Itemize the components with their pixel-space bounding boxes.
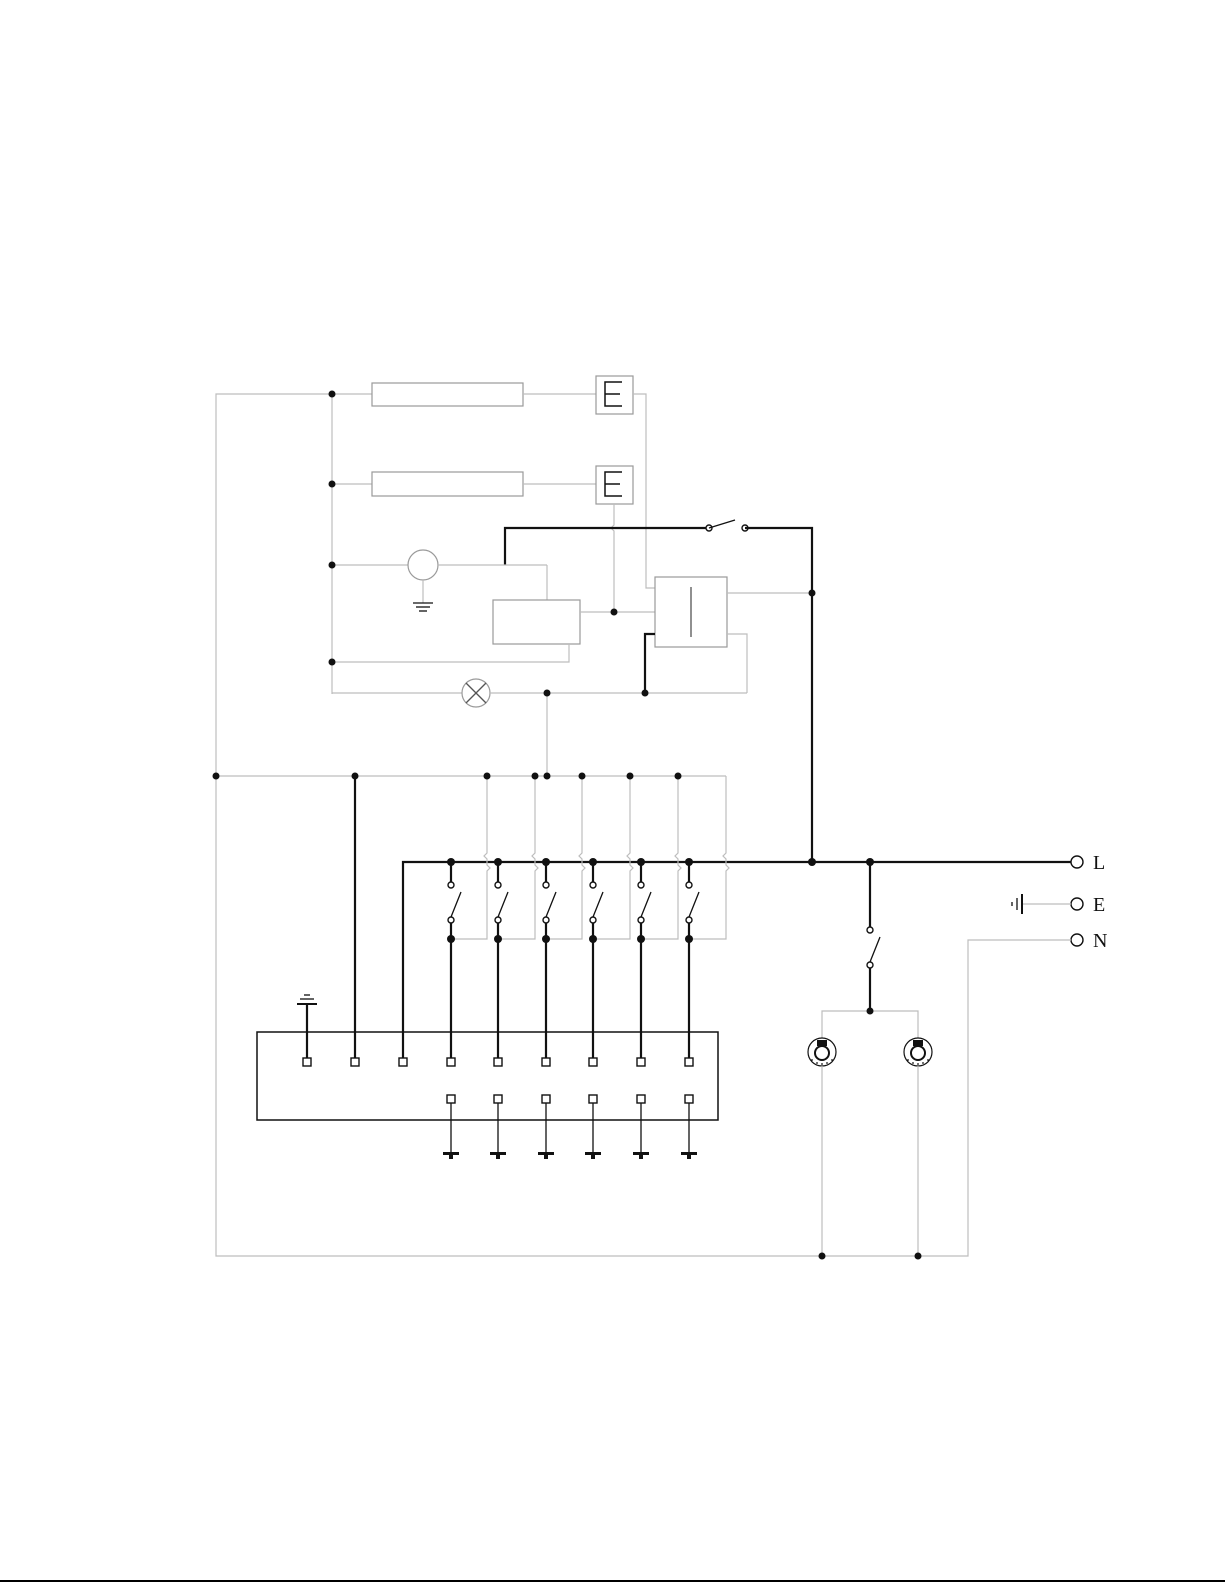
terminal-label-E: E: [1093, 894, 1105, 916]
outer-loop-wires: [216, 394, 962, 1256]
oven-lamp-2: [904, 1038, 932, 1066]
fan-motor: [332, 550, 547, 611]
terminal-label-L: L: [1093, 852, 1105, 874]
terminal-N: [1071, 934, 1083, 946]
terminal-label-N: N: [1093, 930, 1107, 952]
neutral-bus: [216, 776, 726, 1062]
heating-element-2: [332, 466, 633, 504]
terminal-E: [1071, 898, 1083, 910]
ignition-module: [257, 995, 718, 1120]
terminal-L: [1071, 856, 1083, 868]
control-module: [332, 600, 655, 662]
heating-element-1: [332, 376, 633, 414]
indicator-lamp: [332, 679, 747, 776]
oven-lamp-1: [808, 1038, 836, 1066]
oven-lamps: [808, 1011, 932, 1256]
relay: [645, 577, 812, 693]
junction-dots: [213, 391, 922, 1260]
top-switch: [505, 520, 812, 862]
spark-electrodes: [443, 1103, 697, 1159]
lamp-switch: [867, 862, 880, 1011]
switch-bypass-wires: [451, 776, 729, 939]
mains-terminals: L E N: [962, 852, 1107, 1256]
page-bottom-rule: [0, 1580, 1225, 1582]
